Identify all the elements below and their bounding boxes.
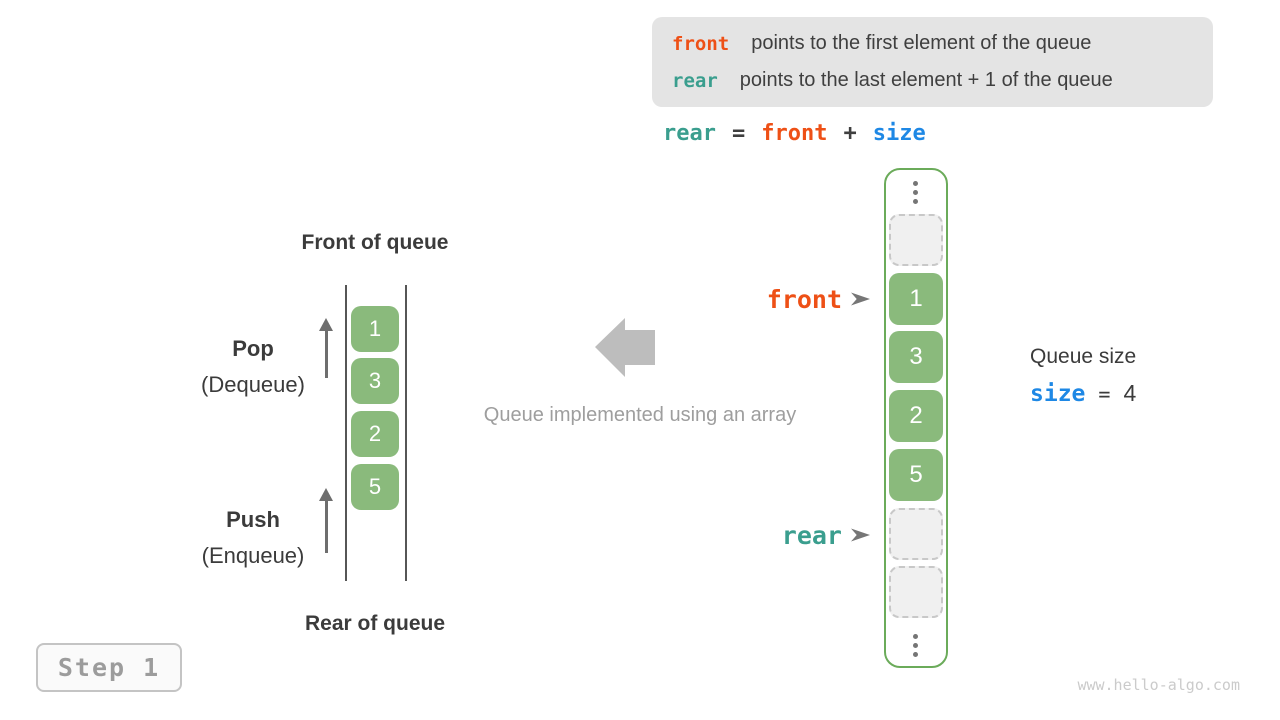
legend-rear-text: points to the last element + 1 of the qu… <box>739 69 1113 91</box>
legend-line-front: front points to the first element of the… <box>672 25 1213 62</box>
queue-size-title: Queue size <box>1030 345 1137 368</box>
array-cell: 5 <box>889 449 943 501</box>
plus-sign: + <box>843 121 857 146</box>
queue-cell: 5 <box>351 464 399 510</box>
queue-cell: 1 <box>351 306 399 352</box>
size-value: 4 <box>1123 380 1137 406</box>
array-cell-empty <box>889 214 943 266</box>
formula-size: size <box>872 121 926 146</box>
right-arrow-icon <box>851 528 870 542</box>
array-cell: 3 <box>889 331 943 383</box>
array-cell-empty <box>889 566 943 618</box>
front-pointer-label: front <box>766 284 842 314</box>
rear-variable: rear <box>672 69 718 92</box>
queue-cell: 2 <box>351 411 399 457</box>
arrow-shaft <box>324 501 328 553</box>
front-pointer: front <box>690 284 870 314</box>
queue-channel <box>345 285 407 581</box>
legend-front-text: points to the first element of the queue <box>751 32 1092 54</box>
step-badge: Step 1 <box>36 643 182 692</box>
formula: rear = front + size <box>663 121 926 146</box>
pop-label: Pop <box>232 336 274 361</box>
watermark: www.hello-algo.com <box>1077 676 1240 694</box>
push-up-arrow-icon <box>318 488 334 553</box>
array-cell-empty <box>889 508 943 560</box>
pop-up-arrow-icon <box>318 318 334 378</box>
rear-of-queue-label: Rear of queue <box>304 612 446 635</box>
formula-front: front <box>761 121 828 146</box>
front-of-queue-label: Front of queue <box>301 231 449 254</box>
front-variable: front <box>672 32 730 55</box>
diagram-caption: Queue implemented using an array <box>483 404 797 426</box>
size-variable: size <box>1030 380 1086 407</box>
arrow-head <box>319 488 333 501</box>
equals-sign: = <box>1098 381 1111 406</box>
ellipsis-bottom-icon <box>913 634 918 657</box>
rear-pointer: rear <box>690 520 870 550</box>
equals-sign: = <box>731 121 746 146</box>
legend-box: front points to the first element of the… <box>652 17 1213 107</box>
dequeue-label: (Dequeue) <box>201 372 305 397</box>
rear-pointer-label: rear <box>781 520 842 550</box>
enqueue-label: (Enqueue) <box>201 543 305 568</box>
arrow-shaft <box>324 331 328 378</box>
array-cell: 2 <box>889 390 943 442</box>
left-block-arrow-icon <box>595 318 655 377</box>
push-label: Push <box>226 507 280 532</box>
queue-cell: 3 <box>351 358 399 404</box>
array-cell: 1 <box>889 273 943 325</box>
right-arrow-icon <box>851 292 870 306</box>
arrow-head <box>319 318 333 331</box>
size-equation: size = 4 <box>1030 380 1136 407</box>
legend-line-rear: rear points to the last element + 1 of t… <box>672 62 1213 99</box>
ellipsis-top-icon <box>913 181 918 204</box>
formula-rear: rear <box>663 121 716 146</box>
